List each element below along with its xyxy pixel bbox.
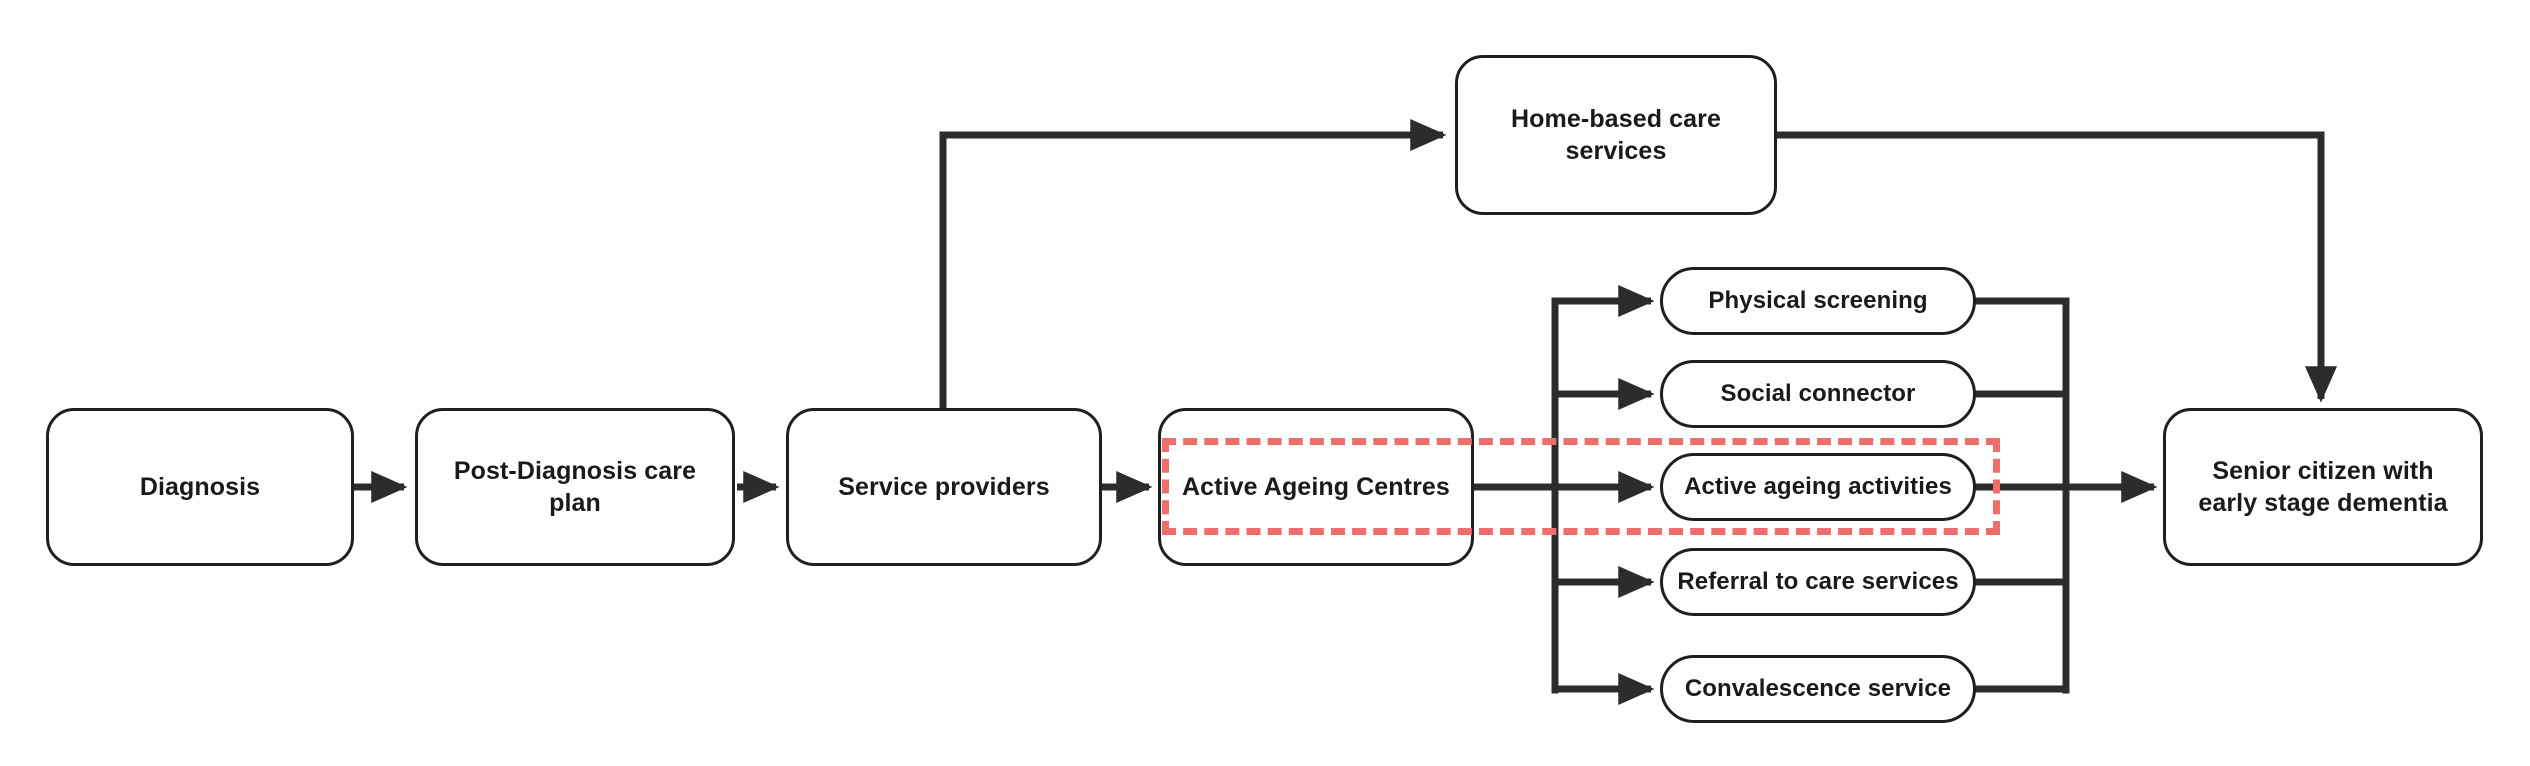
node-post-diagnosis-care-plan[interactable]: Post-Diagnosis care plan: [415, 408, 735, 566]
node-home-based-care-services[interactable]: Home-based care services: [1455, 55, 1777, 215]
node-social-connector-label: Social connector: [1720, 380, 1916, 408]
node-social-connector[interactable]: Social connector: [1660, 360, 1976, 428]
node-convalescence-service[interactable]: Convalescence service: [1660, 655, 1976, 723]
node-physical-screening-label: Physical screening: [1708, 287, 1928, 315]
node-active-ageing-activities[interactable]: Active ageing activities: [1660, 453, 1976, 521]
node-home-based-care-services-label: Home-based care services: [1511, 104, 1721, 166]
edge-homebased-to-seniorcitizen: [1777, 131, 2338, 403]
node-diagnosis[interactable]: Diagnosis: [46, 408, 354, 566]
node-active-ageing-activities-label: Active ageing activities: [1684, 473, 1952, 501]
node-diagnosis-label: Diagnosis: [139, 472, 261, 501]
node-service-providers-label: Service providers: [838, 472, 1050, 501]
node-post-diagnosis-care-plan-label: Post-Diagnosis care plan: [453, 456, 697, 518]
node-service-providers[interactable]: Service providers: [786, 408, 1102, 566]
node-senior-citizen[interactable]: Senior citizen with early stage dementia: [2163, 408, 2483, 566]
node-senior-citizen-label: Senior citizen with early stage dementia: [2198, 456, 2448, 518]
edge-serviceproviders-to-homebased: [939, 118, 1447, 408]
node-physical-screening[interactable]: Physical screening: [1660, 267, 1976, 335]
node-referral-to-care-services[interactable]: Referral to care services: [1660, 548, 1976, 616]
node-convalescence-service-label: Convalescence service: [1684, 675, 1952, 703]
node-referral-to-care-services-label: Referral to care services: [1677, 568, 1959, 596]
node-active-ageing-centres-label: Active Ageing Centres: [1182, 472, 1450, 501]
node-active-ageing-centres[interactable]: Active Ageing Centres: [1158, 408, 1474, 566]
